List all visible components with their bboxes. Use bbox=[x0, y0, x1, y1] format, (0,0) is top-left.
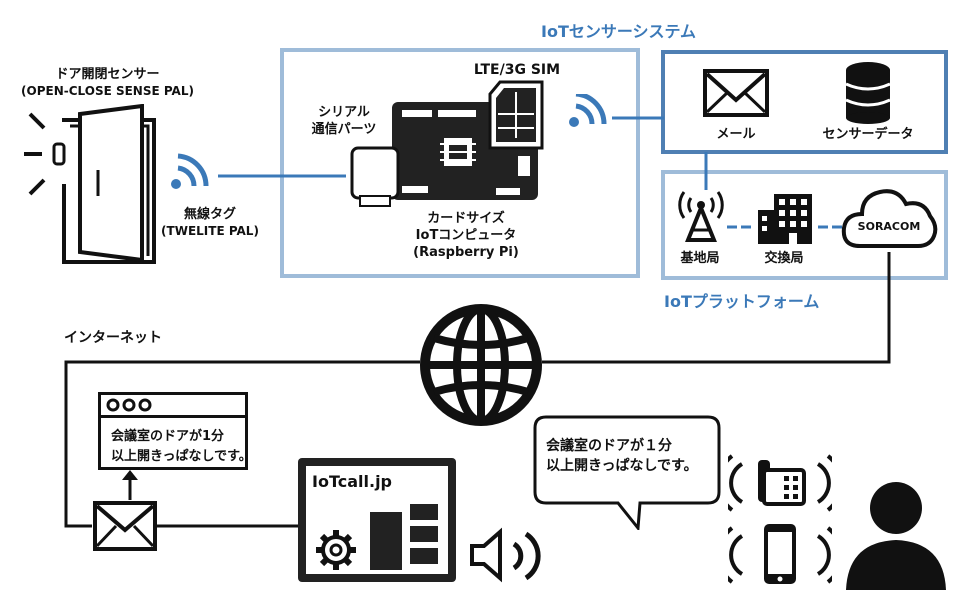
iotcall-screen: IoTcall.jp bbox=[306, 466, 448, 574]
iotcall-title: IoTcall.jp bbox=[312, 472, 392, 491]
sensor-system-title: IoTセンサーシステム bbox=[541, 22, 697, 41]
speech-message: 会議室のドアが１分 以上開きっぱなしです。 bbox=[546, 438, 698, 474]
data-frame bbox=[661, 50, 948, 154]
speaker-icon bbox=[470, 527, 541, 583]
speech-bubble bbox=[533, 415, 721, 530]
panel-bar bbox=[370, 512, 402, 570]
sensor-data-label: センサーデータ bbox=[822, 127, 914, 142]
door-icon bbox=[24, 104, 156, 264]
soracom-cloud-icon bbox=[841, 189, 938, 248]
gear-icon bbox=[316, 530, 356, 570]
exchange-building-icon bbox=[758, 194, 812, 244]
browser-titlebar bbox=[101, 395, 245, 418]
mobile-phone-icon bbox=[728, 524, 832, 584]
browser-window: 会議室のドアが1分 以上開きっぱなしです。 bbox=[98, 392, 252, 470]
wireless-tag-label: 無線タグ (TWELITE PAL) bbox=[161, 207, 259, 238]
desk-phone-icon bbox=[728, 454, 832, 512]
wireless-signal-icon bbox=[171, 153, 209, 189]
door-sensor-label: ドア開閉センサー (OPEN-CLOSE SENSE PAL) bbox=[21, 67, 194, 98]
internet-label: インターネット bbox=[64, 330, 162, 346]
serial-label: シリアル 通信パーツ bbox=[311, 105, 377, 137]
internet-mail-line bbox=[64, 360, 420, 528]
sim-label: LTE/3G SIM bbox=[473, 62, 561, 78]
exchange-label: 交換局 bbox=[764, 251, 804, 266]
window-dots-icon bbox=[106, 398, 152, 412]
panel-block bbox=[410, 504, 438, 520]
browser-message: 会議室のドアが1分 以上開きっぱなしです。 bbox=[111, 429, 252, 464]
mail-icon bbox=[703, 69, 769, 117]
raspberry-pi-icon bbox=[350, 80, 544, 207]
soracom-label: SORACOM bbox=[857, 220, 921, 233]
person-icon bbox=[846, 482, 946, 590]
notification-mail-icon bbox=[93, 501, 157, 551]
sensor-system-frame bbox=[280, 48, 640, 278]
panel-block bbox=[410, 526, 438, 542]
platform-frame bbox=[661, 170, 948, 280]
base-station-icon bbox=[678, 191, 724, 242]
panel-block bbox=[410, 548, 438, 564]
base-station-label: 基地局 bbox=[680, 251, 720, 266]
mail-label: メール bbox=[716, 127, 756, 142]
soracom-internet-line bbox=[542, 252, 891, 364]
lte-signal-icon bbox=[569, 94, 607, 127]
computer-label: カードサイズ IoTコンピュータ (Raspberry Pi) bbox=[413, 211, 519, 260]
iotcall-panel: IoTcall.jp bbox=[298, 458, 456, 582]
globe-icon bbox=[420, 304, 542, 426]
platform-title: IoTプラットフォーム bbox=[664, 292, 820, 311]
database-icon bbox=[845, 62, 891, 124]
